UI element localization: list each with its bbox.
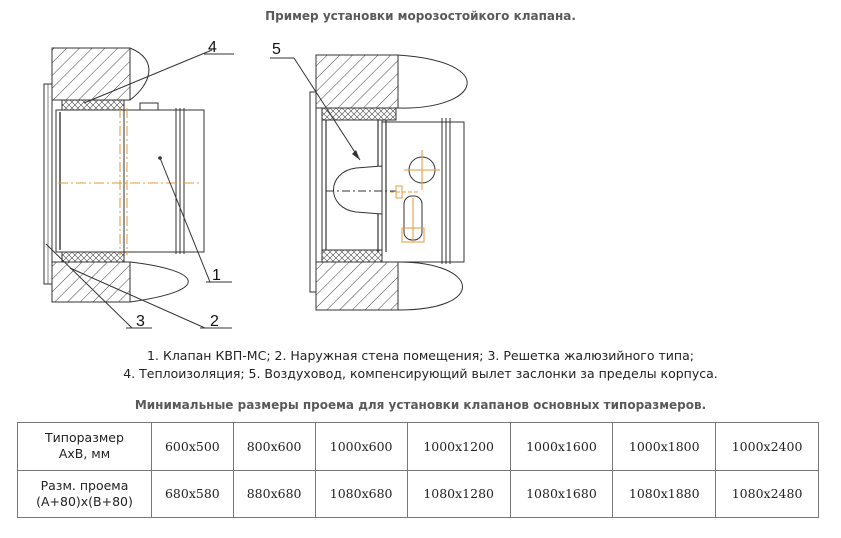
wall-upper: [51, 47, 131, 101]
opening-cell: 680х580: [151, 469, 234, 518]
size-cell: 1000х1200: [406, 422, 511, 471]
size-cell: 1000х1800: [612, 422, 717, 471]
row-header-size: Типоразмер АхВ, мм: [17, 422, 152, 471]
row-header-opening-line1: Разм. проема: [40, 477, 129, 493]
row-header-size-line2: АхВ, мм: [58, 446, 111, 462]
installation-drawing: 4 1 3 2: [43, 39, 468, 330]
wall-lower: [51, 261, 131, 303]
size-cell: 1000х1600: [509, 422, 614, 471]
size-cell: 1000х600: [314, 422, 408, 471]
size-cell: 800х600: [232, 422, 316, 471]
left-view: 4 1 3 2: [43, 39, 234, 330]
duct-plate: [309, 91, 317, 293]
damper-blade: [333, 165, 383, 215]
opening-cell: 1080х1880: [612, 469, 717, 518]
callout-1: 1: [212, 267, 221, 284]
callout-4: 4: [208, 39, 217, 56]
legend-line-1: 1. Клапан КВП-МС; 2. Наружная стена поме…: [147, 348, 694, 363]
right-view: 5: [270, 41, 468, 311]
size-cell: 1000х2400: [715, 422, 819, 471]
page-title: Пример установки морозостойкого клапана.: [265, 9, 576, 23]
legend-line-2: 4. Теплоизоляция; 5. Воздуховод, компенс…: [123, 366, 718, 381]
wall-upper-right: [315, 54, 399, 109]
table-row: Типоразмер АхВ, мм 600х500 800х600 1000х…: [17, 422, 819, 471]
opening-cell: 1080х1280: [406, 469, 511, 518]
insulation-top: [61, 99, 125, 111]
insulation-bottom: [61, 251, 125, 263]
opening-cell: 1080х1680: [509, 469, 614, 518]
size-cell: 600х500: [151, 422, 234, 471]
callout-3: 3: [136, 313, 145, 330]
damper-body: [55, 109, 205, 253]
row-header-opening: Разм. проема (А+80)х(В+80): [17, 469, 152, 518]
opening-cell: 880х680: [232, 469, 316, 518]
callout-5: 5: [272, 41, 281, 58]
row-header-opening-line2: (А+80)х(В+80): [36, 493, 133, 509]
row-header-size-line1: Типоразмер: [45, 430, 124, 446]
damper-body-right: [381, 121, 465, 263]
sizes-table: Типоразмер АхВ, мм 600х500 800х600 1000х…: [17, 422, 819, 518]
callout-2: 2: [210, 313, 219, 330]
table-row: Разм. проема (А+80)х(В+80) 680х580 880х6…: [17, 469, 819, 518]
wall-lower-right: [315, 261, 399, 311]
opening-cell: 1080х680: [314, 469, 408, 518]
opening-cell: 1080х2480: [715, 469, 819, 518]
table-title: Минимальные размеры проема для установки…: [134, 398, 707, 412]
